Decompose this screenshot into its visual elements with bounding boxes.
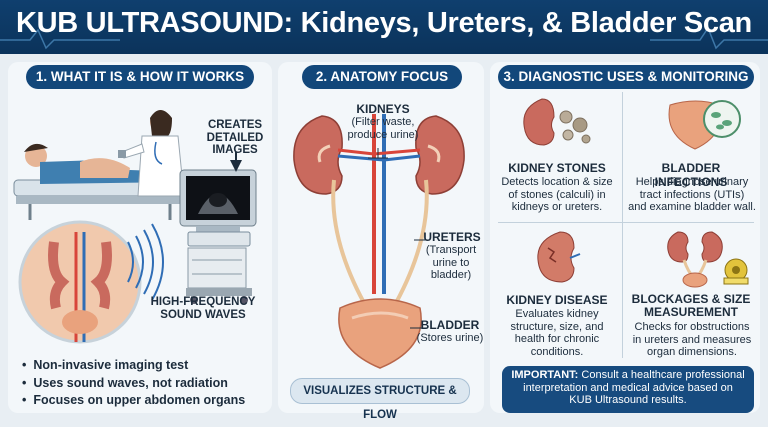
ureter-left [331, 179, 370, 311]
bladder-description: (Stores urine) [416, 332, 484, 344]
blockages-title: BLOCKAGES & SIZE MEASUREMENT [631, 292, 751, 319]
urinary-system-illustration [293, 114, 465, 369]
kidney-stones-title: KIDNEY STONES [508, 161, 606, 175]
blockages-description: Checks for obstructions in ureters and m… [632, 321, 752, 358]
bullet-item: Focuses on upper abdomen organs [22, 392, 245, 410]
doctor-icon [118, 110, 185, 197]
kidney-stones-description: Detects location & size of stones (calcu… [501, 176, 613, 213]
kidney-disease-title: KIDNEY DISEASE [506, 293, 608, 307]
title-bar: KUB ULTRASOUND: Kidneys, Ureters, & Blad… [0, 0, 768, 54]
how-it-works-bullets: Non-invasive imaging test Uses sound wav… [22, 357, 245, 410]
creates-images-label: CREATES DETAILED IMAGES [206, 119, 264, 156]
abdomen-anatomy-icon [18, 220, 142, 344]
important-text-line: interpretation and medical advice based … [523, 381, 733, 394]
kidneys-label: KIDNEYS [356, 102, 410, 116]
important-notice: IMPORTANT: Consult a healthcare professi… [502, 366, 754, 413]
important-label: IMPORTANT: [511, 369, 579, 381]
kidney-icon [293, 115, 385, 195]
important-text-line: KUB Ultrasound results. [569, 394, 687, 406]
ecg-line-icon [0, 26, 768, 50]
urinary-system-icon [667, 231, 749, 288]
sound-waves-icon [127, 223, 164, 301]
ultrasound-scene-illustration [13, 110, 257, 344]
page-title: KUB ULTRASOUND: Kidneys, Ureters, & Blad… [16, 7, 752, 39]
diagnostic-divider [622, 92, 623, 358]
bullet-item: Non-invasive imaging test [22, 357, 245, 375]
kidneys-description: (Filter waste, produce urine) [347, 116, 419, 141]
sound-waves-label: HIGH-FREQUENCY SOUND WAVES [150, 296, 256, 321]
bladder-infections-description: Helps diagnose urinary tract infections … [628, 176, 756, 213]
ultrasound-monitor-icon [179, 169, 257, 304]
bladder-icon [338, 298, 422, 369]
bladder-bacteria-icon [668, 100, 741, 150]
ureters-description: (Transport urine to bladder) [425, 244, 477, 281]
ureter-right [390, 179, 429, 311]
section-heading-anatomy: 2. ANATOMY FOCUS [302, 65, 462, 89]
stethoscope-icon [154, 141, 163, 165]
visualizes-footer: VISUALIZES STRUCTURE & FLOW [290, 378, 470, 421]
kidney-stones-icon [523, 98, 591, 146]
kidney-disease-description: Evaluates kidney structure, size, and he… [510, 308, 604, 358]
diagnostic-divider [498, 222, 754, 223]
important-text-line: Consult a healthcare professional [581, 369, 745, 381]
measuring-tape-icon [723, 258, 749, 285]
bladder-label: BLADDER [420, 318, 480, 332]
kidney-disease-icon [537, 231, 581, 283]
ureters-label: URETERS [423, 230, 481, 244]
bullet-item: Uses sound waves, not radiation [22, 375, 245, 393]
section-heading-diagnostic: 3. DIAGNOSTIC USES & MONITORING [498, 65, 754, 89]
section-heading-how-it-works: 1. WHAT IT IS & HOW IT WORKS [26, 65, 254, 89]
bladder-infections-title: BLADDER INFECTIONS [654, 161, 728, 189]
kidney-icon [373, 115, 465, 195]
